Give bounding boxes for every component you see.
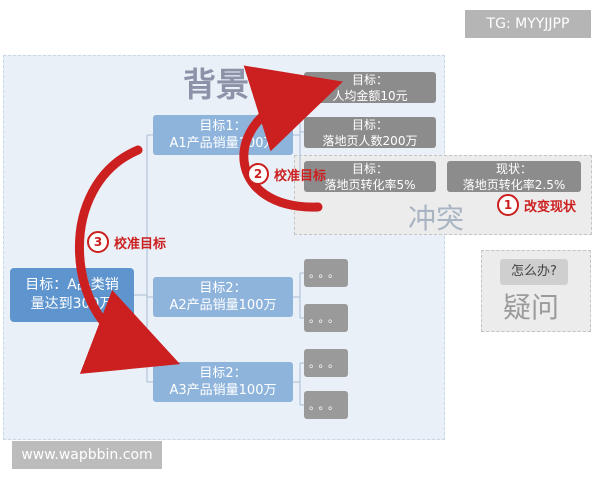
annotation-change-status: 1 改变现状 xyxy=(497,194,576,216)
placeholder-box: 。。。 xyxy=(304,259,348,287)
goal-landing-visitors-line1: 目标： xyxy=(351,117,388,132)
conflict-label: 冲突 xyxy=(408,202,465,235)
watermark-top: TG: MYYJJPP xyxy=(465,10,591,38)
placeholder-box: 。。。 xyxy=(304,349,348,377)
calibrate-arrow-left xyxy=(75,145,180,374)
calibrate-arrow-top xyxy=(239,65,343,212)
goal-a1-line1: 目标1： xyxy=(199,119,247,134)
status-conversion-node: 现状： 落地页转化率2.5% xyxy=(447,161,581,192)
root-goal-line1: 目标：A品类销 xyxy=(25,277,119,293)
goal-a2-line1: 目标2： xyxy=(199,281,247,296)
goal-avg-spend-line1: 目标： xyxy=(351,72,388,87)
placeholder-box: 。。。 xyxy=(304,304,348,332)
goal-avg-spend-line2: 人均金额10元 xyxy=(332,88,408,103)
status-conversion-line1: 现状： xyxy=(495,161,532,176)
goal-a2-line2: A2产品销量100万 xyxy=(169,298,277,313)
goal-conversion-node: 目标： 落地页转化率5% xyxy=(304,161,436,192)
annotation-calibrate-left: 3 校准目标 xyxy=(87,231,166,253)
step-1-icon: 1 xyxy=(497,194,519,216)
question-label: 疑问 xyxy=(503,291,560,324)
background-label: 背景 xyxy=(183,65,249,104)
annotation-calibrate-top: 2 校准目标 xyxy=(247,163,326,185)
annotation-change-status-text: 改变现状 xyxy=(524,199,577,215)
placeholder-box: 。。。 xyxy=(304,391,348,419)
goal-a3-line2: A3产品销量100万 xyxy=(169,383,277,398)
status-conversion-line2: 落地页转化率2.5% xyxy=(462,177,566,192)
goal-conversion-line2: 落地页转化率5% xyxy=(324,177,416,192)
goal-landing-visitors-line2: 落地页人数200万 xyxy=(322,133,418,148)
step-3-icon: 3 xyxy=(87,231,109,253)
how-to-box: 怎么办? xyxy=(500,259,568,285)
goal-conversion-line1: 目标： xyxy=(351,161,388,176)
watermark-bottom: www.wapbbin.com xyxy=(12,441,162,469)
annotation-calibrate-left-text: 校准目标 xyxy=(114,236,167,252)
step-2-icon: 2 xyxy=(247,163,269,185)
goal-a3-line1: 目标2： xyxy=(199,366,247,381)
annotation-calibrate-top-text: 校准目标 xyxy=(274,168,327,184)
